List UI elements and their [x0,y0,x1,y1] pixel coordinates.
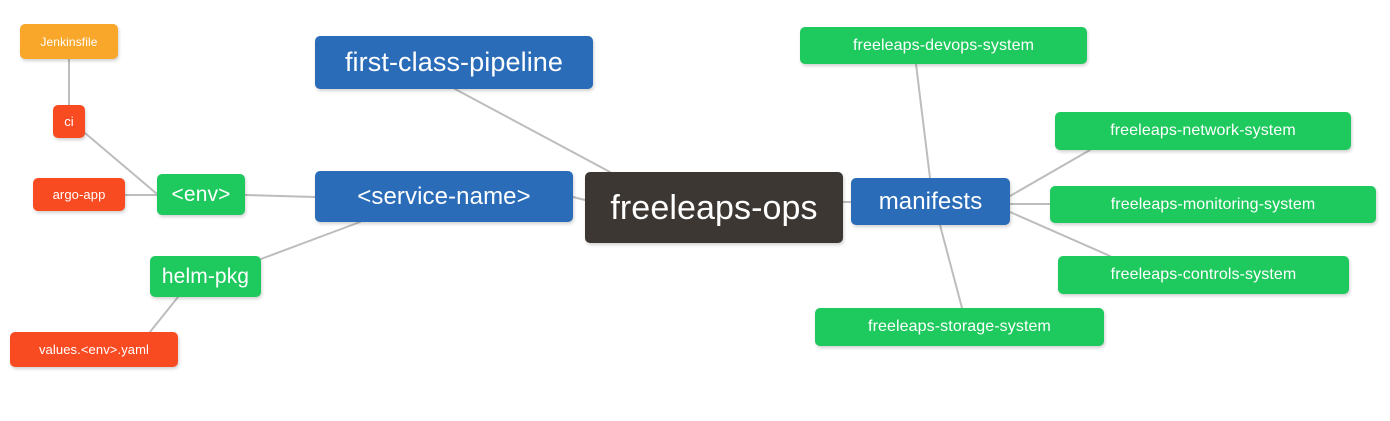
node-label-service-name: <service-name> [357,182,531,210]
node-label-network-system: freeleaps-network-system [1110,122,1296,139]
mindmap-node-controls-system[interactable]: freeleaps-controls-system [1058,256,1349,294]
mindmap-node-env[interactable]: <env> [157,174,245,215]
node-label-helm-pkg: helm-pkg [161,265,250,288]
mindmap-node-service-name[interactable]: <service-name> [315,171,573,222]
node-label-first-class-pipeline: first-class-pipeline [344,47,564,77]
edge-first-class-pipeline-to-freeleaps-ops [454,88,611,173]
node-label-jenkinsfile: Jenkinsfile [40,34,98,49]
edge-values-yaml-to-helm-pkg [149,296,179,333]
node-label-values-yaml: values.<env>.yaml [38,342,150,357]
node-label-storage-system: freeleaps-storage-system [868,318,1051,335]
mindmap-node-ci[interactable]: ci [53,105,85,138]
mindmap-node-first-class-pipeline[interactable]: first-class-pipeline [315,36,593,89]
edge-env-to-service-name [244,194,316,198]
node-label-manifests: manifests [878,187,983,215]
edge-service-name-to-freeleaps-ops [572,196,586,201]
mindmap-node-values-yaml[interactable]: values.<env>.yaml [10,332,178,367]
node-label-ci: ci [64,114,74,129]
edge-manifests-to-devops-system [915,63,931,179]
node-label-freeleaps-ops: freeleaps-ops [610,188,818,227]
mindmap-node-helm-pkg[interactable]: helm-pkg [150,256,261,297]
node-label-argo-app: argo-app [52,187,106,202]
edge-helm-pkg-to-service-name [260,221,361,260]
node-label-devops-system: freeleaps-devops-system [852,36,1035,54]
mindmap-node-monitoring-system[interactable]: freeleaps-monitoring-system [1050,186,1376,223]
mindmap-node-network-system[interactable]: freeleaps-network-system [1055,112,1351,150]
node-label-env: <env> [171,183,231,206]
mindmap-node-storage-system[interactable]: freeleaps-storage-system [815,308,1104,346]
mindmap-node-manifests[interactable]: manifests [851,178,1010,225]
node-label-monitoring-system: freeleaps-monitoring-system [1110,195,1316,213]
mindmap-node-argo-app[interactable]: argo-app [33,178,125,211]
mindmap-node-freeleaps-ops[interactable]: freeleaps-ops [585,172,843,243]
edge-manifests-to-storage-system [939,224,963,309]
mindmap-node-devops-system[interactable]: freeleaps-devops-system [800,27,1087,64]
node-label-controls-system: freeleaps-controls-system [1110,266,1297,283]
mindmap-node-jenkinsfile[interactable]: Jenkinsfile [20,24,118,59]
